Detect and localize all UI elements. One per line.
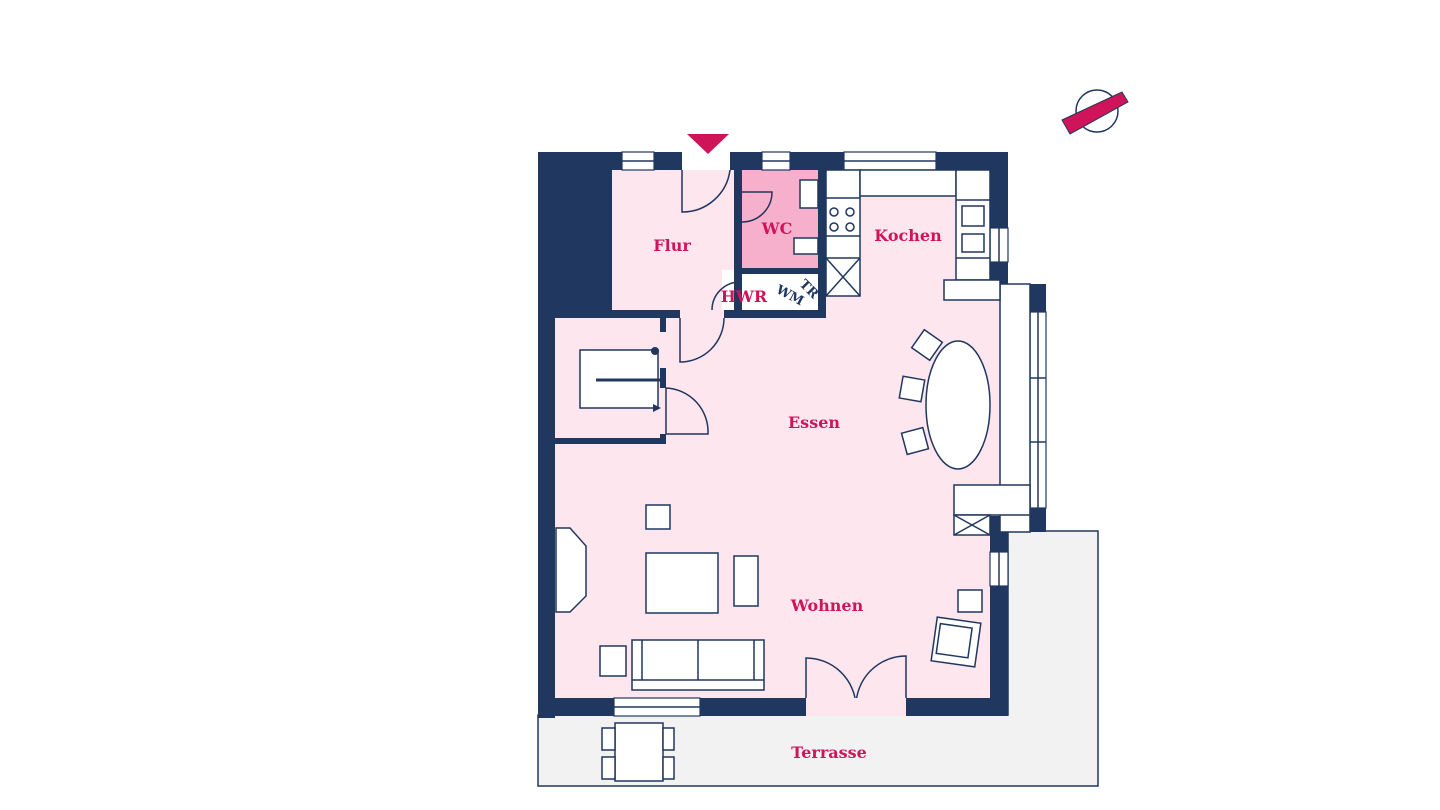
room-label-wohnen: Wohnen (790, 596, 864, 615)
room-label-kochen: Kochen (874, 226, 942, 245)
living-furniture (555, 504, 983, 691)
room-label-essen: Essen (788, 413, 840, 432)
room-label-terrasse: Terrasse (791, 743, 867, 762)
interior-walls (555, 152, 826, 444)
room-label-hwr: HWR (721, 287, 768, 306)
terrace-furniture (601, 722, 675, 782)
stairs (579, 347, 661, 412)
room-label-flur: Flur (653, 236, 691, 255)
kitchen-units (825, 169, 1031, 536)
wc-fixtures (793, 179, 819, 255)
dining-set (898, 328, 991, 470)
doors (665, 169, 907, 716)
compass-icon (1061, 89, 1129, 135)
room-label-wc: WC (761, 219, 793, 238)
outer-walls (538, 152, 1046, 718)
entrance-arrow-icon (687, 134, 729, 154)
